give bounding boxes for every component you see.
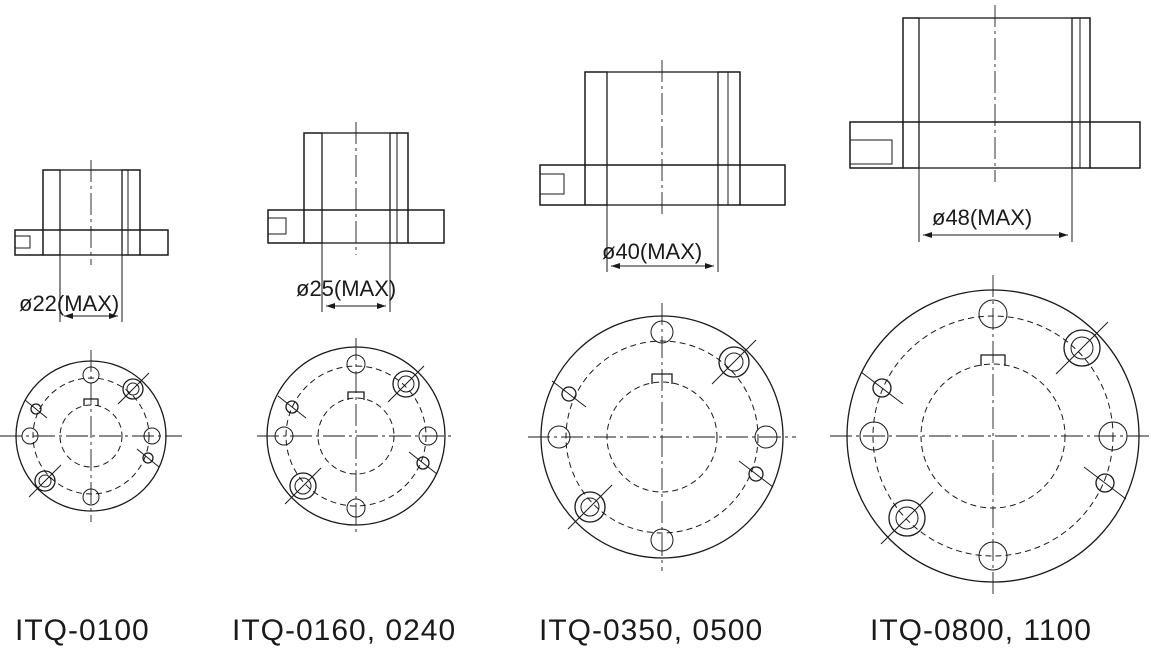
model-caption-3: ITQ-0350, 0500 (539, 614, 763, 647)
dimension-label-1: ø22(MAX) (19, 291, 119, 316)
hub-section-view-4 (849, 5, 1141, 182)
dimension-2: ø25(MAX) (296, 243, 396, 312)
dimension-label-3: ø40(MAX) (602, 239, 702, 264)
model-caption-2: ITQ-0160, 0240 (232, 614, 456, 647)
model-itq-0100: ø22(MAX) ITQ-0100 (0, 160, 182, 647)
hub-section-view-3 (539, 60, 786, 218)
hub-front-view-3 (528, 303, 796, 571)
model-caption-1: ITQ-0100 (15, 614, 150, 647)
hub-section-view-2 (267, 122, 445, 255)
dimension-4: ø48(MAX) (918, 168, 1073, 242)
model-itq-0160-0240: ø25(MAX) ITQ-0160, 0240 (232, 122, 456, 647)
hub-front-view-1 (0, 350, 182, 522)
model-itq-0350-0500: ø40(MAX) ITQ-0350, 0500 (528, 60, 796, 647)
hub-front-view-2 (257, 338, 455, 535)
dimension-label-2: ø25(MAX) (296, 276, 396, 301)
dimension-1: ø22(MAX) (19, 255, 123, 322)
dimension-label-4: ø48(MAX) (932, 205, 1032, 230)
model-caption-4: ITQ-0800, 1100 (870, 614, 1092, 647)
hub-front-view-4 (830, 275, 1151, 597)
hub-section-view-1 (14, 160, 169, 265)
model-itq-0800-1100: ø48(MAX) ITQ-0800, 1100 (830, 5, 1151, 647)
dimension-3: ø40(MAX) (602, 205, 719, 272)
